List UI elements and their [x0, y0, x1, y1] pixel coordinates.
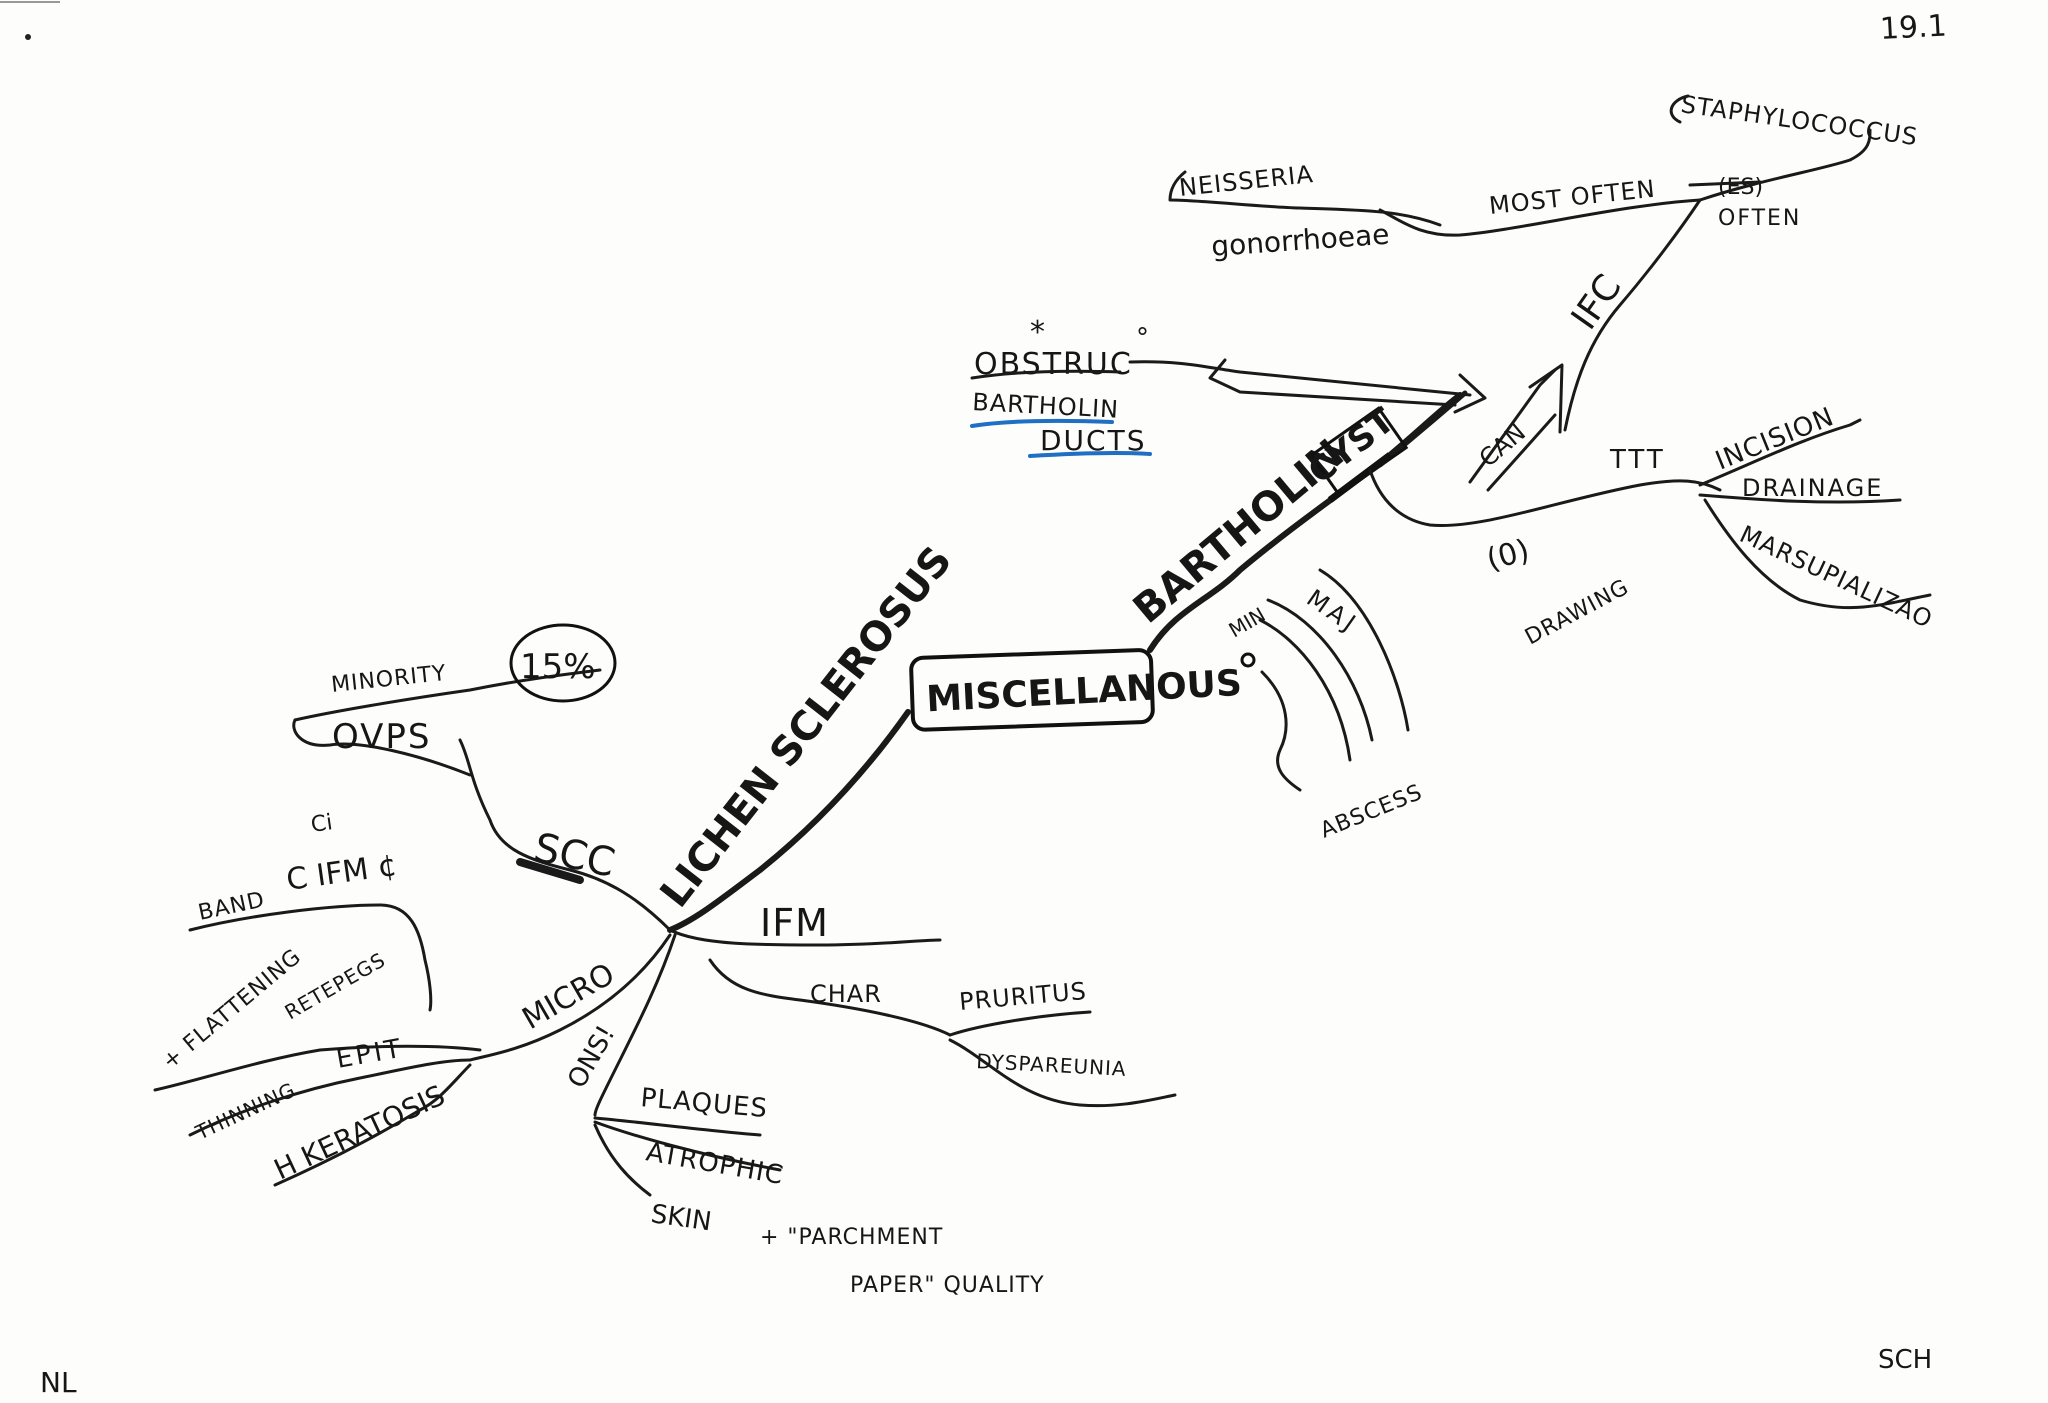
char-label: CHAR	[810, 980, 882, 1008]
ifc-branch	[1563, 198, 1702, 432]
es-often-line2: OFTEN	[1718, 206, 1801, 231]
most-often-branch	[1378, 198, 1702, 237]
center-node: MISCELLANOUS	[909, 648, 1243, 732]
atrophic-branch	[593, 1120, 782, 1172]
parchment-line1: + "PARCHMENT	[760, 1225, 943, 1250]
center-box	[909, 648, 1155, 732]
staphylococcus-branch-2	[1688, 180, 1762, 187]
branch-lichen	[667, 709, 911, 933]
ovps-label: OVPS	[332, 717, 432, 757]
obstruction-underline-2	[970, 418, 1114, 428]
staphylococcus-branch	[1698, 128, 1872, 202]
abscess-label: ABSCESS	[1317, 780, 1426, 844]
min-curve	[1260, 670, 1302, 792]
can-arrow-line-2	[1486, 413, 1557, 492]
thinning-branch	[188, 1058, 472, 1137]
center-label: MISCELLANOUS	[925, 663, 1243, 720]
band-ifm-label: C IFM ¢	[284, 848, 399, 898]
band-branch	[188, 903, 433, 1012]
ci-label: Ci	[309, 810, 334, 838]
no-drawing-label: (0)	[1483, 533, 1533, 578]
obstruction-arrowhead	[1453, 373, 1487, 414]
minority-branch	[293, 668, 602, 722]
initials-right: SCH	[1878, 1345, 1932, 1375]
plaques-branch	[593, 1116, 762, 1137]
incision-label: INCISION	[1711, 402, 1838, 477]
ttt-label: TTT	[1609, 445, 1666, 475]
ons-label: ONS!	[562, 1021, 621, 1094]
obstruction-line2: BARTHOLIN	[972, 388, 1120, 424]
plaques-label: PLAQUES	[639, 1083, 769, 1124]
obstruction-degree: °	[1136, 323, 1149, 353]
cyst-underline	[1327, 452, 1393, 503]
scc-underline	[516, 858, 584, 884]
obstruction-star: *	[1030, 315, 1045, 350]
drawing-label: DRAWING	[1521, 575, 1633, 651]
drainage-branch	[1698, 493, 1902, 504]
neisseria-branch	[1168, 170, 1442, 227]
hkeratosis-branch	[273, 1063, 472, 1187]
branch-bartholin	[1147, 392, 1463, 653]
maj-curve-mid	[1266, 598, 1374, 742]
scc-branch	[458, 738, 672, 932]
pruritus-label: PRURITUS	[958, 977, 1088, 1016]
parchment-line2: PAPER" QUALITY	[850, 1273, 1045, 1298]
maj-curve-inner	[1258, 618, 1352, 762]
ifm-branch	[668, 928, 942, 947]
percent-circle	[509, 623, 617, 703]
dyspareunia-branch	[948, 1038, 1177, 1108]
epit-label: EPIT	[334, 1034, 406, 1075]
staphylococcus-bracket	[1669, 94, 1690, 124]
neisseria-label: NEISSERIA	[1178, 160, 1315, 202]
obstruction-arrow	[1128, 360, 1472, 397]
dyspareunia-label: DYSPAREUNIA	[976, 1049, 1127, 1081]
gonorrhoeae-label: gonorrhoeae	[1210, 218, 1390, 263]
page-number: 19.1	[1879, 9, 1948, 47]
maj-label: MAJ	[1302, 584, 1364, 639]
atrophic-label: ATROPHIC	[644, 1137, 786, 1191]
drainage-label: DRAINAGE	[1742, 474, 1883, 502]
minority-label: MINORITY	[330, 661, 448, 698]
skin-branch	[593, 1123, 652, 1197]
char-branch	[708, 958, 952, 1037]
marsupialization-branch	[1703, 498, 1932, 610]
staphylococcus-label: STAPHYLOCOCCUS	[1679, 90, 1920, 151]
percent-label: 15%	[520, 647, 596, 687]
pruritus-branch	[948, 1010, 1092, 1037]
scan-dot	[25, 34, 31, 40]
ovps-branch	[292, 718, 472, 777]
obstruction-underline-3	[1028, 450, 1152, 458]
ifc-label: IFC	[1564, 267, 1630, 337]
maj-curve-outer	[1318, 568, 1410, 732]
ons-branch	[593, 933, 677, 1117]
ifm-label: IFM	[760, 901, 829, 945]
incision-branch	[1698, 418, 1862, 487]
min-dot	[1240, 652, 1256, 668]
obstruction-underline-1	[970, 369, 1122, 380]
ttt-branch	[1368, 468, 1722, 528]
flattening-branch	[153, 1044, 482, 1092]
obstruction-line1: OBSTRUC	[974, 347, 1133, 382]
obstruction-arrow-body	[1208, 358, 1457, 407]
skin-label: SKIN	[649, 1199, 713, 1237]
can-arrowhead	[1528, 363, 1564, 434]
most-often-label: MOST OFTEN	[1488, 175, 1657, 220]
micro-branch	[468, 933, 672, 1062]
initials-left: NL	[40, 1366, 77, 1399]
